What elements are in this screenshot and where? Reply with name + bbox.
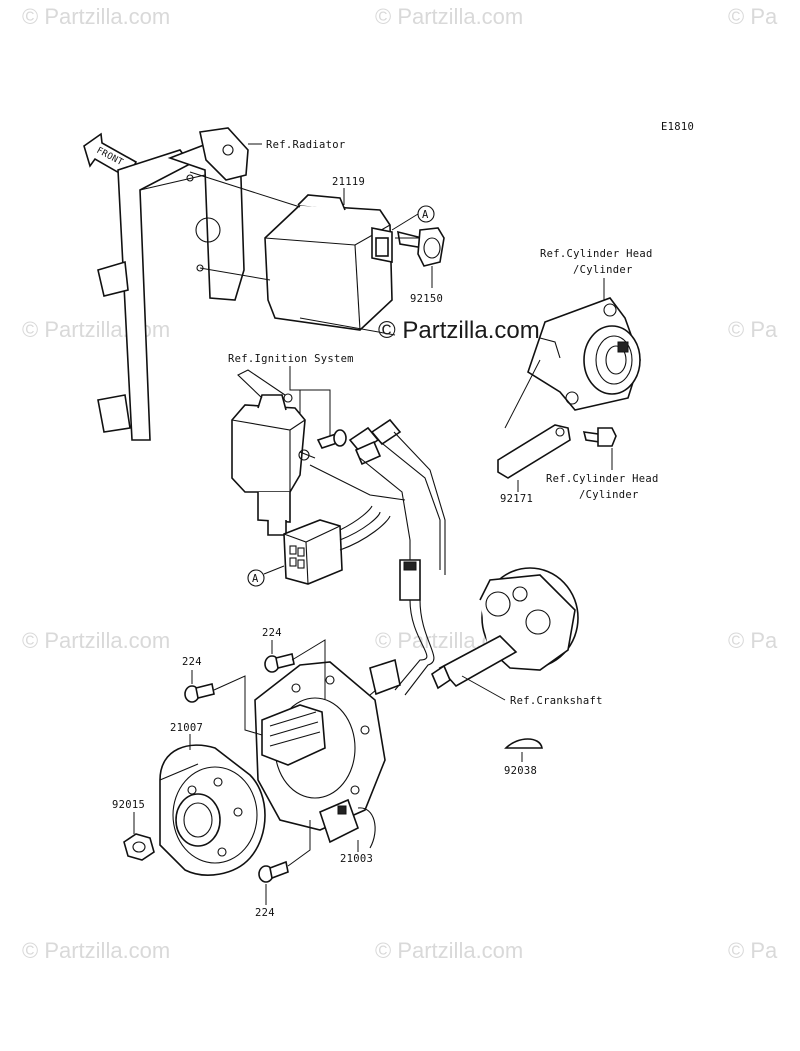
key-92038 (504, 738, 543, 762)
bolt-92150 (397, 227, 445, 267)
part-label-92038: 92038 (504, 765, 537, 777)
watermark: © Pa (728, 938, 778, 963)
cylinder-bolt (582, 427, 617, 470)
ref-crankshaft-label: Ref.Crankshaft (510, 695, 603, 707)
ref-radiator-label: Ref.Radiator (266, 139, 345, 151)
ignition-coil (231, 369, 316, 536)
ref-ignition-label: Ref.Ignition System (228, 353, 354, 365)
coil-screw (316, 429, 347, 449)
ref-cylinder-bottom-sub: /Cylinder (579, 489, 639, 501)
watermark: © Pa (728, 4, 778, 29)
part-label-92150: 92150 (410, 293, 443, 305)
center-watermark: © Partzilla.com (378, 317, 540, 344)
ref-cylinder-head-bottom: Ref.Cylinder Head (546, 473, 659, 485)
watermark-grid: © Partzilla.com © Partzilla.com © Pa © P… (22, 4, 778, 963)
frame-bracket (97, 127, 249, 441)
part-label-92171: 92171 (500, 493, 533, 505)
cylinder-head (527, 297, 641, 411)
nut-92015 (123, 833, 155, 861)
watermark: © Pa (728, 317, 778, 342)
flywheel-21007 (159, 744, 266, 876)
crankshaft (431, 567, 579, 701)
wiring-harness (309, 418, 446, 741)
screw-224-bottom (258, 860, 289, 883)
stator-21003 (254, 661, 386, 849)
watermark: © Partzilla.com (22, 4, 170, 29)
watermark: © Partzilla.com (375, 938, 523, 963)
diagram-code: E1810 (661, 121, 694, 133)
watermark: © Partzilla.com (22, 938, 170, 963)
ref-cylinder-top-sub: /Cylinder (573, 264, 633, 276)
screw-224-left (184, 683, 215, 703)
ref-cylinder-head-top: Ref.Cylinder Head (540, 248, 653, 260)
watermark: © Partzilla.com (22, 317, 170, 342)
harness-connector (283, 505, 391, 585)
screw-224-top (264, 653, 295, 673)
watermark: © Partzilla.com (22, 628, 170, 653)
part-label-92015: 92015 (112, 799, 145, 811)
callout-a: A (252, 573, 259, 585)
part-label-224-bottom: 224 (255, 907, 275, 919)
watermark: © Partzilla.com (375, 4, 523, 29)
ground-strap-92171: 92171 (497, 359, 571, 505)
cdi-unit-21119 (264, 194, 393, 331)
part-label-21007: 21007 (170, 722, 203, 734)
callout-a: A (422, 209, 429, 221)
part-label-224-left: 224 (182, 656, 202, 668)
part-label-224-top: 224 (262, 627, 282, 639)
part-label-21119: 21119 (332, 176, 365, 188)
watermark: © Pa (728, 628, 778, 653)
part-label-21003: 21003 (340, 853, 373, 865)
